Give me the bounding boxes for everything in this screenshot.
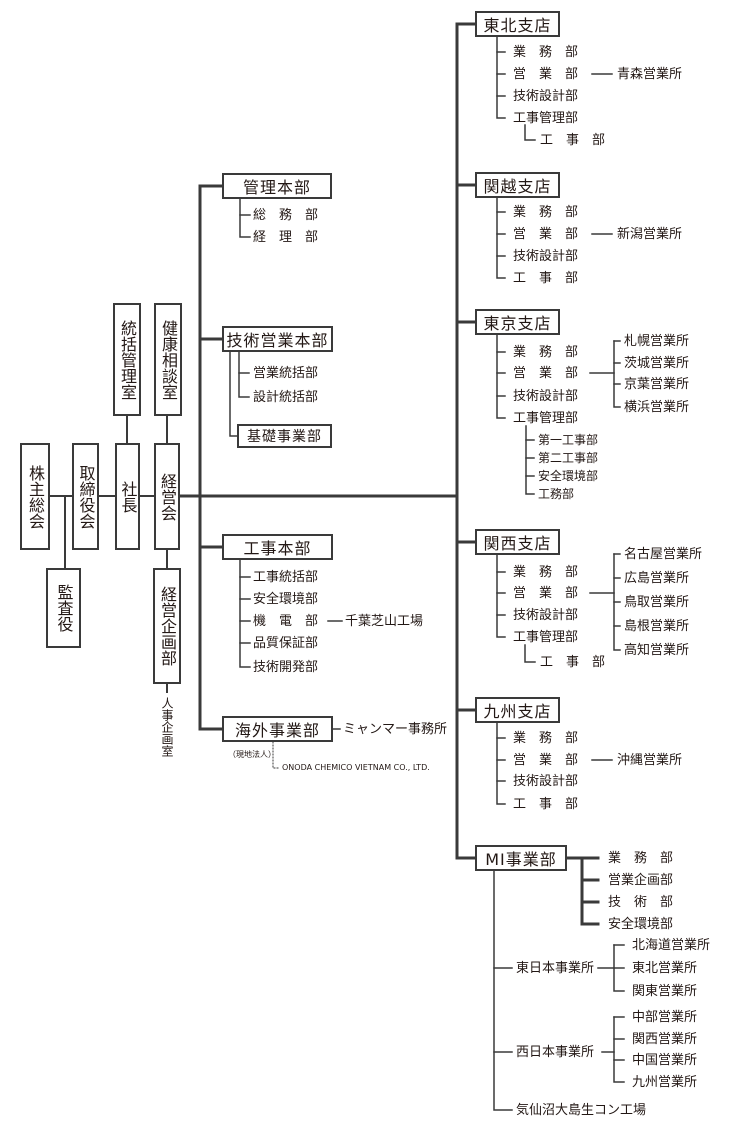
kansai-office-2: 鳥取営業所 [624,595,690,610]
tohoku-dept-0: 業 務 部 [513,45,579,60]
tokyo-office-2: 京葉営業所 [624,377,690,392]
tech-sales-hq-box: 技術営業本部 [222,326,333,352]
kansai-office-4: 高知営業所 [624,643,690,658]
tokyo-office-0: 札幌営業所 [624,334,690,349]
tech-sales-dept-1: 設計統括部 [253,390,319,405]
kanetsu-dept-3: 工 事 部 [513,271,579,286]
hr-planning-label: 人事企画室 [160,697,174,757]
tech-sales-dept-0: 営業統括部 [253,366,319,381]
mi-dept-2: 技 術 部 [608,895,674,910]
vietnam-corp-label: ONODA CHEMICO VIETNAM CO., LTD. [282,763,430,772]
construction-dept-2: 機 電 部 [253,614,319,629]
mi-east-sub-1: 東北営業所 [632,961,698,976]
kanetsu-dept-1: 営 業 部 [513,227,579,242]
tokyo-dept-1: 営 業 部 [513,366,579,381]
tohoku-dept-3: 工事管理部 [513,111,579,126]
mi-dept-0: 業 務 部 [608,851,674,866]
president-box: 社長 [115,443,140,550]
general-mgmt-office-box: 統括管理室 [113,303,141,416]
tokyo-dept-2: 技術設計部 [513,389,579,404]
management-council-box: 経営会 [154,443,180,550]
foundation-div-box: 基礎事業部 [237,424,332,448]
mi-west-sub-1: 関西営業所 [632,1032,698,1047]
kansai-sub-dept: 工 事 部 [540,655,606,670]
kyushu-dept-3: 工 事 部 [513,797,579,812]
mi-east-sub-0: 北海道営業所 [632,938,711,953]
admin-hq-box: 管理本部 [222,173,332,199]
chiba-factory-label: 千葉芝山工場 [345,614,424,629]
tokyo-dept-3: 工事管理部 [513,411,579,426]
mi-west-sub-0: 中部営業所 [632,1010,698,1025]
kyushu-dept-1: 営 業 部 [513,753,579,768]
kansai-office-0: 名古屋営業所 [624,547,703,562]
tohoku-dept-1: 営 業 部 [513,67,579,82]
mi-west-sub-3: 九州営業所 [632,1075,698,1090]
tokyo-sub-2: 安全環境部 [538,469,599,483]
kyushu-branch-box: 九州支店 [475,697,560,723]
admin-dept-0: 総 務 部 [253,208,319,223]
tokyo-office-3: 横浜営業所 [624,400,690,415]
local-corp-note: （現地法人） [228,750,276,759]
mi-west-sub-2: 中国営業所 [632,1053,698,1068]
kansai-office-3: 島根営業所 [624,619,690,634]
tokyo-sub-0: 第一工事部 [538,433,599,447]
mi-plant-label: 気仙沼大島生コン工場 [516,1103,647,1118]
kansai-dept-2: 技術設計部 [513,608,579,623]
tokyo-sub-3: 工務部 [538,487,575,501]
tokyo-sub-1: 第二工事部 [538,451,599,465]
tokyo-branch-box: 東京支店 [475,309,560,335]
mi-dept-3: 安全環境部 [608,917,674,932]
shareholders-box: 株主総会 [20,443,50,550]
kyushu-dept-2: 技術設計部 [513,774,579,789]
tohoku-branch-box: 東北支店 [475,11,560,37]
corp-planning-box: 経営企画部 [153,568,181,684]
overseas-div-box: 海外事業部 [222,716,333,742]
mi-division-box: MI事業部 [475,845,567,871]
tokyo-dept-0: 業 務 部 [513,345,579,360]
mi-west-office: 西日本事業所 [516,1045,595,1060]
myanmar-office-label: ミャンマー事務所 [343,722,448,737]
construction-dept-4: 技術開発部 [253,660,319,675]
kanetsu-dept-2: 技術設計部 [513,249,579,264]
tohoku-dept-2: 技術設計部 [513,89,579,104]
kansai-branch-box: 関西支店 [475,529,560,555]
board-box: 取締役会 [72,443,99,550]
construction-hq-box: 工事本部 [222,534,333,560]
construction-dept-3: 品質保証部 [253,636,319,651]
kanetsu-branch-box: 関越支店 [475,172,560,198]
kansai-office-1: 広島営業所 [624,571,690,586]
kansai-dept-0: 業 務 部 [513,565,579,580]
admin-dept-1: 経 理 部 [253,230,319,245]
mi-east-office: 東日本事業所 [516,961,595,976]
kansai-dept-3: 工事管理部 [513,630,579,645]
kyushu-dept-0: 業 務 部 [513,731,579,746]
tokyo-office-1: 茨城営業所 [624,356,690,371]
health-consult-room-box: 健康相談室 [154,303,182,416]
construction-dept-1: 安全環境部 [253,592,319,607]
mi-dept-1: 営業企画部 [608,873,674,888]
tohoku-sub-dept: 工 事 部 [540,133,606,148]
tohoku-office: 青森営業所 [617,67,683,82]
auditors-box: 監査役 [46,568,81,648]
construction-dept-0: 工事統括部 [253,570,319,585]
kanetsu-dept-0: 業 務 部 [513,205,579,220]
mi-east-sub-2: 関東営業所 [632,984,698,999]
kansai-dept-1: 営 業 部 [513,586,579,601]
kyushu-office: 沖縄営業所 [617,753,683,768]
kanetsu-office: 新潟営業所 [617,227,683,242]
